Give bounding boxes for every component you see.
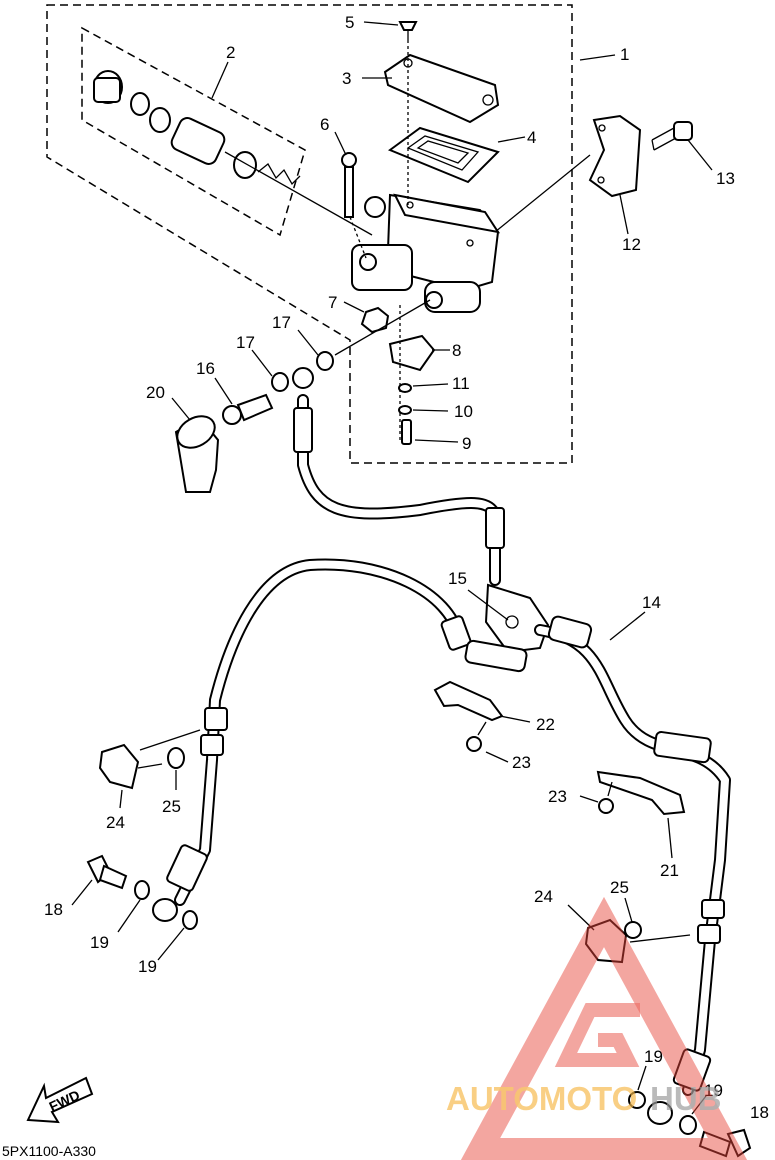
gasket-19-right-b [679,1115,697,1135]
leader-lines [71,21,713,1115]
left-brake-hose [174,558,466,906]
label-24-b: 24 [534,887,553,906]
label-19-b: 19 [138,957,157,976]
label-8: 8 [452,341,461,360]
label-5: 5 [345,13,354,32]
label-19-c: 19 [644,1047,663,1066]
label-25-b: 25 [610,878,629,897]
switch-screw [401,419,412,445]
washer-11 [398,383,412,393]
label-10: 10 [454,402,473,421]
hose-guide-21 [596,770,686,816]
label-11: 11 [452,374,470,393]
hose-clamp-right [584,918,628,964]
label-7: 7 [328,293,337,312]
label-16: 16 [196,359,215,378]
label-1: 1 [620,45,629,64]
label-25: 25 [162,797,181,816]
collar-25-right [624,921,642,939]
cap-screw [398,21,418,40]
gasket-19-left-a [134,880,150,900]
label-21: 21 [660,861,679,880]
gasket-19-left-b [182,910,198,930]
brake-hose-joint [484,583,550,654]
gasket-17b [316,351,334,371]
label-14: 14 [642,593,661,612]
piston-kit [93,70,373,236]
label-19: 19 [90,933,109,952]
label-20: 20 [146,383,165,402]
union-bolt [222,393,274,425]
label-19-d: 19 [704,1081,723,1100]
reservoir-cap [383,53,500,124]
bolt-23b [598,781,614,814]
drawing-code: 5PX1100-A330 [2,1143,96,1159]
label-23-b: 23 [548,787,567,806]
master-cylinder-body [351,193,501,313]
fwd-arrow: FWD [26,1076,94,1124]
label-17-b: 17 [236,333,255,352]
watermark-triangle [460,896,748,1160]
part-labels: 1 2 3 4 5 6 7 8 9 10 11 12 13 14 15 16 1… [44,13,769,1122]
gasket-19-right-a [628,1091,646,1109]
gasket-17a [271,372,289,392]
watermark-text-1: AUTOMOTO [446,1080,637,1117]
label-18: 18 [44,900,63,919]
label-22: 22 [536,715,555,734]
union-bolt-18-left [86,854,128,890]
master-cylinder-holder [588,114,642,198]
label-9: 9 [462,434,471,453]
piston-kit-boundary [81,26,306,237]
label-6: 6 [320,115,329,134]
bolt-23a [466,721,487,752]
label-2: 2 [226,43,235,62]
union-bolt-18-right [698,1128,752,1158]
label-12: 12 [622,235,641,254]
nut [360,306,390,334]
label-3: 3 [342,69,351,88]
watermark: AUTOMOTO HUB [446,896,748,1160]
washer-10 [398,405,412,415]
brake-switch [388,334,436,372]
fwd-label: FWD [47,1087,83,1115]
collar-25-left [167,747,185,769]
watermark-g-mark [554,1003,640,1067]
label-17: 17 [272,313,291,332]
label-24: 24 [106,813,125,832]
label-13: 13 [716,169,735,188]
assembly-boundary [46,4,573,464]
watermark-text-2: HUB [650,1080,722,1117]
pivot-bolt [341,152,357,218]
upper-brake-hose [297,394,501,586]
label-23: 23 [512,753,531,772]
label-18-b: 18 [750,1103,769,1122]
label-4: 4 [527,128,536,147]
hose-clamp-left [98,743,140,790]
union-bolt-cover [174,415,220,493]
label-15: 15 [448,569,467,588]
right-brake-hose [534,624,731,1096]
hose-guide-22 [433,680,504,722]
holder-bolt [651,121,693,151]
diaphragm [387,126,500,184]
